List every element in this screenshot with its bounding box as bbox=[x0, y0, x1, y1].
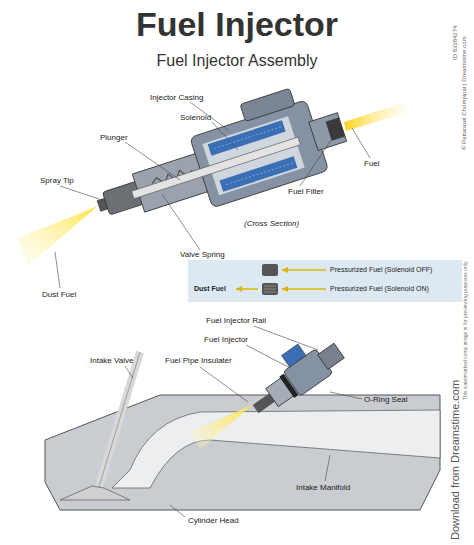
caption-note: (Cross Section) bbox=[244, 220, 299, 229]
watermark: This watermarked comp image is for previ… bbox=[463, 261, 469, 400]
part-label: Injector Casing bbox=[150, 94, 203, 103]
part-label: Spray Tip bbox=[40, 177, 74, 186]
watermark: © Pattarawit Chompipat | Dreamstime.com bbox=[461, 36, 468, 150]
legend-text: Pressurized Fuel (Solenoid ON) bbox=[330, 285, 429, 293]
part-label: Dust Fuel bbox=[194, 285, 226, 293]
part-label: Cylinder Head bbox=[188, 517, 239, 526]
part-label: Fuel Injector bbox=[204, 336, 248, 345]
part-label: Dust Fuel bbox=[42, 291, 76, 300]
part-label: Plunger bbox=[100, 134, 128, 143]
part-label: Fuel bbox=[364, 160, 380, 169]
subtitle: Fuel Injector Assembly bbox=[157, 52, 318, 70]
part-label: Fuel Filter bbox=[288, 188, 324, 197]
part-label: Intake Valve bbox=[90, 357, 133, 366]
watermark: Download from Dreamstime.com bbox=[449, 380, 461, 540]
part-label: Solenoid bbox=[180, 114, 211, 123]
watermark: ID 83384274 bbox=[452, 26, 459, 60]
part-label: Intake Manifold bbox=[296, 484, 350, 493]
part-label: Fuel Injector Rail bbox=[206, 317, 266, 326]
legend-text: Pressurized Fuel (Solenoid OFF) bbox=[330, 266, 432, 274]
part-label: O-Ring Seal bbox=[364, 396, 408, 405]
title: Fuel Injector bbox=[136, 6, 338, 43]
part-label: Valve Spring bbox=[180, 251, 225, 260]
part-label: Fuel Pipe Insulater bbox=[165, 357, 232, 366]
